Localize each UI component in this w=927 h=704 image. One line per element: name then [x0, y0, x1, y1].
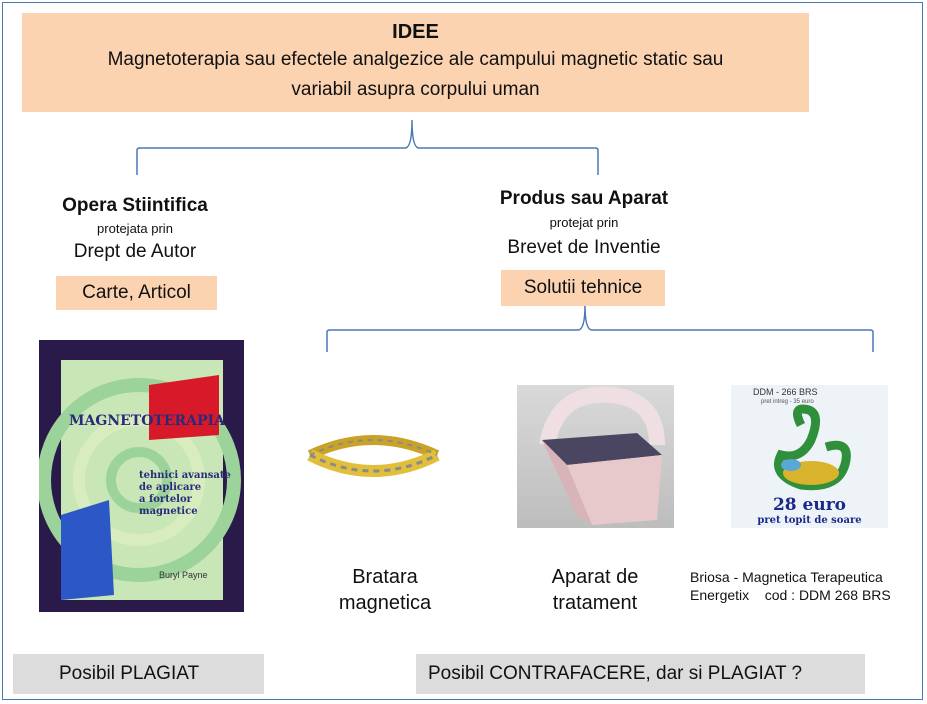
- book-subtitle-1: tehnici avansate: [139, 470, 231, 481]
- posibil-contrafacere-box: Posibil CONTRAFACERE, dar si PLAGIAT ?: [416, 654, 865, 694]
- device-caption-line-2: tratament: [552, 592, 638, 614]
- treatment-device-image: [517, 385, 674, 528]
- solutii-tehnice-tag: Solutii tehnice: [501, 270, 665, 306]
- bracelet-caption: Bratara magnetica: [315, 564, 455, 616]
- drept-de-autor-label: Drept de Autor: [73, 241, 197, 262]
- carte-articol-tag: Carte, Articol: [56, 276, 217, 310]
- top-brace: [136, 119, 599, 175]
- book-author: Buryl Payne: [159, 570, 208, 580]
- book-subtitle-2: de aplicare: [139, 482, 202, 493]
- brooch-caption: Briosa - Magnetica Terapeutica Energetix…: [690, 568, 922, 604]
- products-brace: [326, 304, 874, 352]
- bracelet-caption-line-1: Bratara: [352, 566, 418, 588]
- left-protected-label: protejata prin: [97, 221, 173, 236]
- brooch-price: 28 euro: [772, 495, 847, 515]
- book-cover-art: [39, 360, 241, 600]
- book-subtitle: tehnici avansate de aplicare a fortelor …: [139, 470, 239, 518]
- book-subtitle-3: a fortelor: [139, 494, 192, 505]
- book-cover-image: MAGNETOTERAPIA tehnici avansate de aplic…: [39, 340, 244, 612]
- book-subtitle-4: magnetice: [139, 506, 198, 517]
- brooch-price-small: pret intreg - 35 euro: [761, 399, 814, 405]
- device-caption: Aparat de tratament: [525, 564, 665, 616]
- idea-line-2: variabil asupra corpului uman: [291, 79, 540, 100]
- brevet-de-inventie-label: Brevet de Inventie: [507, 237, 661, 258]
- brooch-image: DDM - 266 BRS pret intreg - 35 euro 28 e…: [731, 385, 888, 528]
- posibil-plagiat-box: Posibil PLAGIAT: [13, 654, 264, 694]
- brooch-caption-line-1: Briosa - Magnetica Terapeutica: [690, 569, 883, 585]
- bracelet-image: [305, 425, 442, 483]
- device-caption-line-1: Aparat de: [551, 566, 639, 588]
- brooch-code: DDM - 266 BRS: [753, 387, 818, 397]
- idea-line-1: Magnetoterapia sau efectele analgezice a…: [107, 49, 724, 70]
- brooch-slogan: pret topit de soare: [757, 515, 862, 526]
- book-title: MAGNETOTERAPIA: [69, 413, 225, 429]
- produs-aparat-title: Produs sau Aparat: [499, 188, 669, 209]
- bracelet-art: [307, 435, 440, 477]
- right-protected-label: protejat prin: [549, 215, 619, 230]
- swan-brooch-art: [774, 404, 851, 491]
- opera-stiintifica-title: Opera Stiintifica: [62, 195, 208, 216]
- treatment-device-art: [539, 386, 665, 525]
- idea-title: IDEE: [392, 21, 439, 43]
- bracelet-caption-line-2: magnetica: [338, 592, 432, 614]
- idea-box: IDEE Magnetoterapia sau efectele analgez…: [22, 13, 809, 112]
- brooch-caption-line-2: Energetix cod : DDM 268 BRS: [690, 587, 891, 603]
